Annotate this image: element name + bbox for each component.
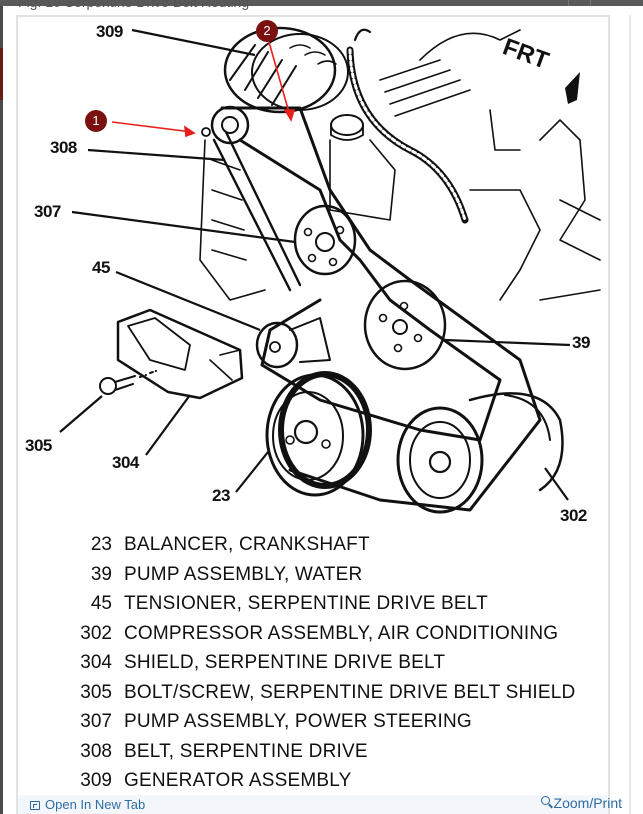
legend-part-number: 302 — [80, 622, 112, 644]
ac-compressor — [396, 392, 564, 514]
shield-bolt — [99, 370, 157, 395]
legend-part-number: 309 — [80, 770, 112, 791]
top-bar-divider — [568, 0, 569, 6]
legend-part-description: BALANCER, CRANKSHAFT — [124, 534, 370, 555]
open-in-new-tab-icon — [30, 801, 40, 810]
callout-307: 307 — [34, 202, 61, 221]
legend-part-description: PUMP ASSEMBLY, WATER — [124, 563, 363, 585]
left-edge — [0, 6, 3, 814]
callout-305: 305 — [25, 436, 52, 455]
leader-lines — [59, 28, 571, 501]
front-direction-indicator: FRT — [499, 33, 580, 104]
top-bar — [0, 0, 643, 6]
figure-footer: Open In New Tab Zoom/Print — [18, 795, 622, 814]
zoom-print-link[interactable]: Zoom/Print — [540, 795, 622, 811]
generator-assembly — [223, 26, 349, 114]
legend-part-description: SHIELD, SERPENTINE DRIVE BELT — [124, 652, 446, 673]
legend-part-description: COMPRESSOR ASSEMBLY, AIR CONDITIONING — [124, 622, 559, 644]
tensioner-pulley — [255, 317, 331, 369]
power-steering-pulley — [293, 204, 357, 276]
idler-pulley-top — [201, 105, 250, 145]
legend-part-description: TENSIONER, SERPENTINE DRIVE BELT — [124, 593, 488, 614]
legend-part-number: 304 — [80, 652, 112, 673]
crankshaft-balancer — [265, 371, 372, 497]
figure-caption: Fig. 10 Serpentine Drive Belt Routing — [18, 0, 250, 10]
hose — [346, 28, 469, 224]
callout-309: 309 — [96, 22, 123, 41]
water-pump-pulley — [363, 279, 447, 371]
legend-part-number: 23 — [90, 534, 112, 555]
legend-part-number: 307 — [80, 711, 112, 732]
callout-45: 45 — [92, 258, 110, 277]
legend-part-description: BELT, SERPENTINE DRIVE — [124, 740, 368, 762]
serpentine-belt-diagram[interactable]: FRT — [0, 0, 643, 530]
legend-part-description: PUMP ASSEMBLY, POWER STEERING — [124, 711, 472, 732]
annotation-marker-2[interactable]: 2 — [256, 20, 278, 42]
legend-part-description: BOLT/SCREW, SERPENTINE DRIVE BELT SHIELD — [124, 681, 576, 703]
front-label: FRT — [499, 33, 552, 74]
belt-shield — [116, 308, 244, 400]
zoom-print-label: Zoom/Print — [553, 795, 622, 811]
annotation-arrows — [111, 41, 296, 138]
open-in-new-tab-link[interactable]: Open In New Tab — [30, 797, 145, 812]
frame-right-border — [629, 15, 631, 814]
callout-23: 23 — [212, 486, 230, 505]
engine-block — [379, 29, 601, 301]
reservoir — [329, 114, 396, 221]
figure-frame — [16, 15, 610, 814]
legend-part-number: 39 — [90, 563, 112, 585]
magnifier-icon — [540, 796, 550, 805]
open-in-new-tab-label: Open In New Tab — [45, 797, 146, 812]
callout-308: 308 — [50, 138, 77, 157]
legend-part-description: GENERATOR ASSEMBLY — [124, 770, 352, 791]
legend-part-number: 308 — [80, 740, 112, 762]
front-arrow-icon — [565, 72, 580, 104]
callout-39: 39 — [572, 333, 590, 352]
serpentine-belt — [212, 106, 542, 512]
legend-part-number: 45 — [90, 593, 112, 614]
callout-302: 302 — [560, 506, 587, 525]
top-bar-divider — [590, 0, 591, 6]
legend-part-number: 305 — [80, 681, 112, 703]
left-edge-accent — [0, 48, 3, 100]
annotation-marker-1[interactable]: 1 — [85, 110, 107, 132]
callout-304: 304 — [112, 453, 139, 472]
